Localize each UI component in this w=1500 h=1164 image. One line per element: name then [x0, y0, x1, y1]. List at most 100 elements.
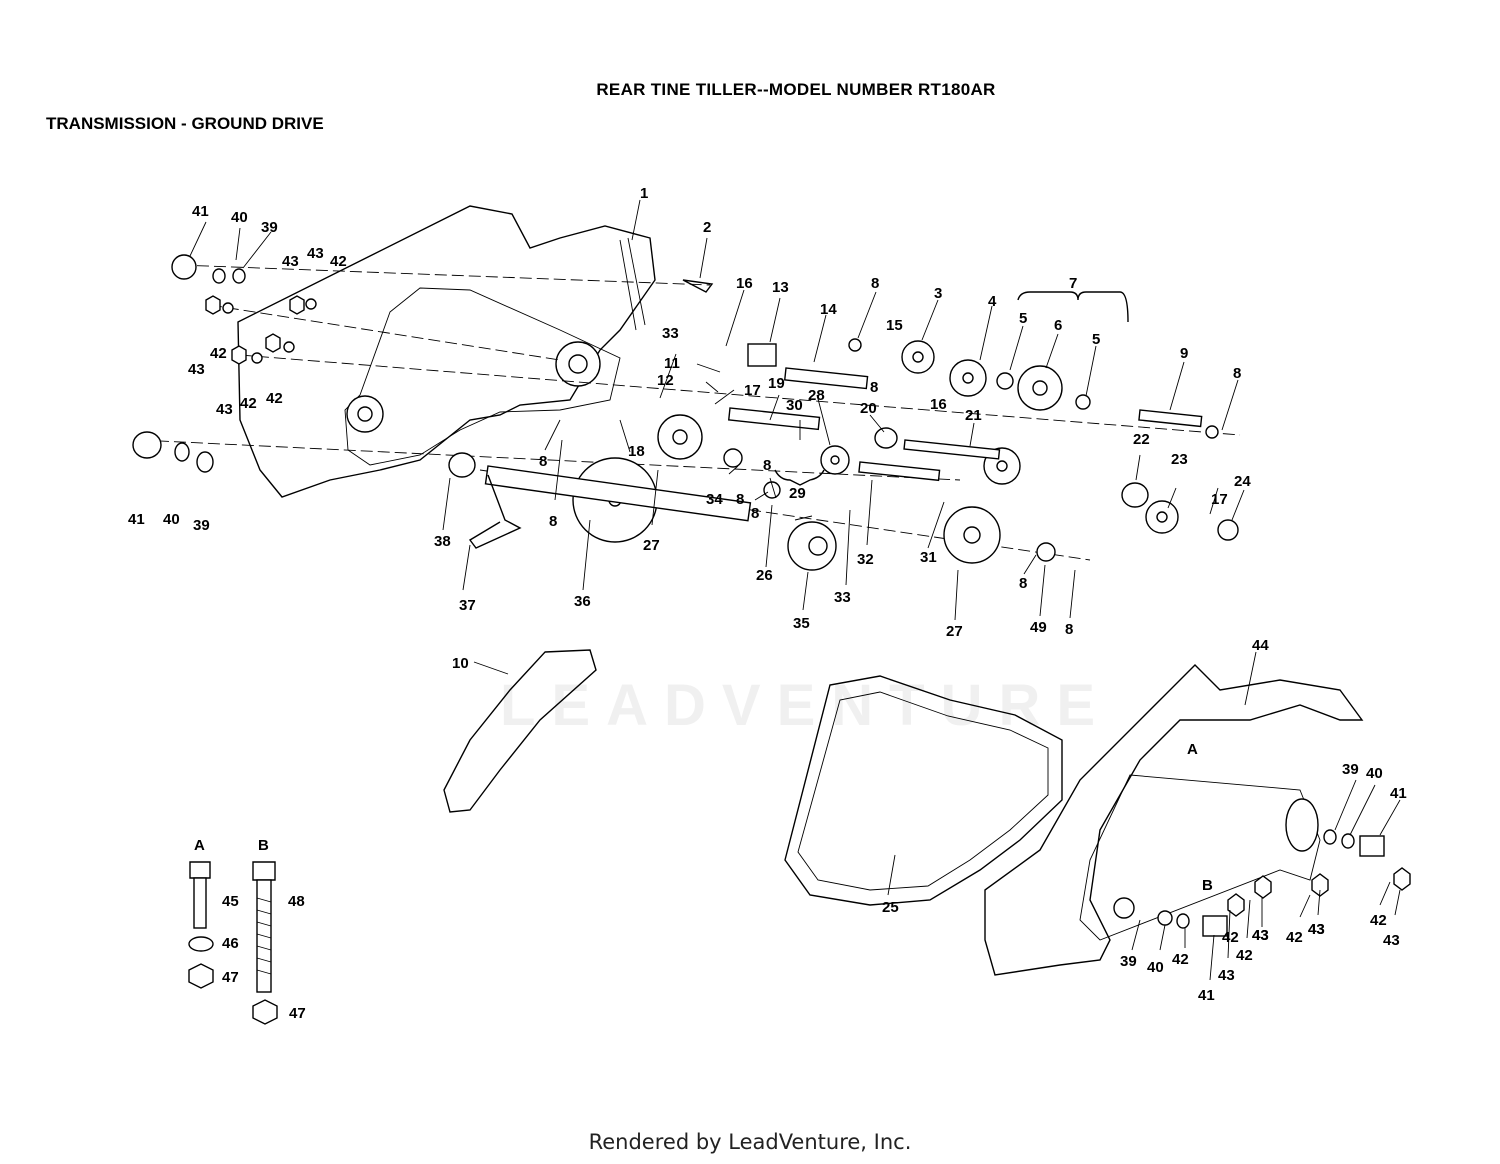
gasket-25	[784, 675, 1063, 906]
callout-label: 12	[657, 372, 674, 389]
callout-label: 33	[834, 589, 851, 606]
callout-label: 14	[820, 301, 837, 318]
callout-label: 45	[222, 893, 239, 910]
callout-label: 42	[266, 390, 283, 407]
callout-label: 37	[459, 597, 476, 614]
callout-label: 40	[1366, 765, 1383, 782]
callout-label: 22	[1133, 431, 1150, 448]
callout-label: 41	[1198, 987, 1215, 1004]
callout-label: 8	[1233, 365, 1241, 382]
callout-label: 5	[1019, 310, 1027, 327]
callout-label: 21	[965, 407, 982, 424]
callout-label: 31	[920, 549, 937, 566]
callout-label: 43	[1383, 932, 1400, 949]
callout-label: 5	[1092, 331, 1100, 348]
callout-label: 33	[662, 325, 679, 342]
callout-label: 47	[222, 969, 239, 986]
callout-label: 10	[452, 655, 469, 672]
gear-18	[657, 414, 703, 460]
callout-label: 11	[664, 355, 680, 372]
bushings	[132, 254, 1239, 571]
footer-credit: Rendered by LeadVenture, Inc.	[588, 1130, 912, 1154]
nut-47-b	[252, 999, 278, 1025]
callout-label: 16	[736, 275, 753, 292]
chain-10	[443, 649, 597, 813]
callout-label: 47	[289, 1005, 306, 1022]
washer-46	[188, 936, 214, 952]
gear-28	[820, 445, 850, 475]
callout-label: 41	[128, 511, 145, 528]
callout-label: 38	[434, 533, 451, 550]
shafts	[484, 367, 1203, 522]
callout-label: 41	[1390, 785, 1407, 802]
callout-label: 25	[882, 899, 899, 916]
callout-label: 19	[768, 375, 785, 392]
callout-label: B	[258, 837, 269, 854]
callout-label: 6	[1054, 317, 1062, 334]
callout-label: 42	[240, 395, 257, 412]
callout-label: 42	[1236, 947, 1253, 964]
callout-label: 44	[1252, 637, 1269, 654]
callout-label: 34	[706, 491, 723, 508]
callout-label: 8	[1065, 621, 1073, 638]
callout-label: 8	[1019, 575, 1027, 592]
shift-lever-37	[468, 474, 522, 549]
bolt-48	[252, 861, 276, 993]
callout-label: 27	[643, 537, 660, 554]
callout-labels: 1 2 3 4 5 5 6 7 8 8 8 8 8 8 8 8 8 8 9 10…	[128, 185, 1407, 1022]
callout-label: 26	[756, 567, 773, 584]
leader-lines	[189, 199, 1401, 981]
gear-27-lower	[943, 506, 1001, 564]
callout-label: 9	[1180, 345, 1188, 362]
callout-label: 8	[539, 453, 547, 470]
callout-label: 40	[163, 511, 180, 528]
callout-label: 23	[1171, 451, 1188, 468]
callout-label: 43	[1218, 967, 1235, 984]
block-13	[747, 343, 777, 367]
callout-label: 43	[1308, 921, 1325, 938]
callout-label: 32	[857, 551, 874, 568]
callout-label: 17	[1211, 491, 1228, 508]
callout-label: 39	[1120, 953, 1137, 970]
callout-label: 36	[574, 593, 591, 610]
right-transmission-housing	[984, 664, 1364, 976]
left-hardware	[174, 268, 317, 473]
callout-label: 8	[751, 505, 759, 522]
callout-label: 48	[288, 893, 305, 910]
callout-label: 39	[261, 219, 278, 236]
callout-label: 16	[930, 396, 947, 413]
callout-label: 43	[307, 245, 324, 262]
section-title: TRANSMISSION - GROUND DRIVE	[46, 114, 324, 133]
callout-label: 17	[744, 382, 761, 399]
callout-label: 1	[640, 185, 648, 202]
callout-label: 27	[946, 623, 963, 640]
callout-label: 15	[886, 317, 903, 334]
callout-label: 43	[1308, 921, 1325, 938]
callout-label: 40	[1147, 959, 1164, 976]
callout-label: 42	[330, 253, 347, 270]
callout-label: 29	[789, 485, 806, 502]
callout-label: 42	[1222, 929, 1239, 946]
callout-label: 24	[1234, 473, 1251, 490]
callout-label: 13	[772, 279, 789, 296]
callout-label: 43	[282, 253, 299, 270]
callout-label: 39	[1342, 761, 1359, 778]
callout-label: 35	[793, 615, 810, 632]
callout-label: 30	[786, 397, 803, 414]
callout-label: 20	[860, 400, 877, 417]
callout-label: 43	[1252, 927, 1269, 944]
left-transmission-housing	[237, 205, 656, 498]
callout-label: B	[1202, 877, 1213, 894]
callout-label: 8	[870, 379, 878, 396]
callout-label: 42	[210, 345, 227, 362]
callout-label: A	[1187, 741, 1198, 758]
callout-label: 8	[763, 457, 771, 474]
callout-label: 8	[871, 275, 879, 292]
callout-label: 46	[222, 935, 239, 952]
gear-23	[1145, 500, 1179, 534]
gear-4	[949, 359, 987, 397]
diagram-title: REAR TINE TILLER--MODEL NUMBER RT180AR	[596, 80, 996, 99]
callout-label: 40	[231, 209, 248, 226]
callout-label: 7	[1069, 275, 1077, 292]
